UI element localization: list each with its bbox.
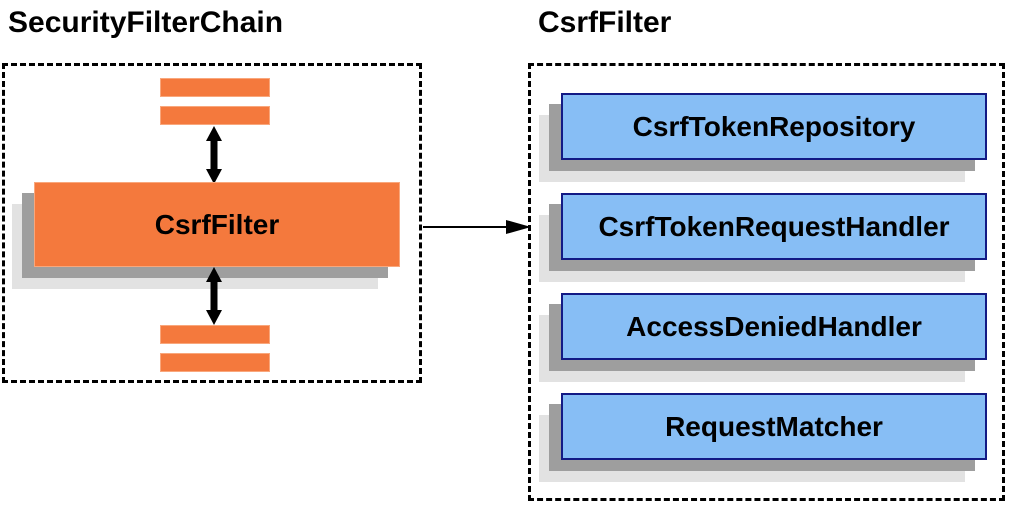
component-label: CsrfTokenRepository [632, 110, 916, 142]
component-label: AccessDeniedHandler [626, 310, 922, 342]
right-group-title: CsrfFilter [538, 6, 672, 39]
securityfilterchain-container [2, 63, 422, 383]
flow-arrow-icon [423, 220, 531, 234]
component-box-csrf-token-repository: CsrfTokenRepository [561, 93, 987, 160]
component-label: CsrfTokenRequestHandler [598, 210, 950, 242]
filter-stack-bar-bottom-2 [160, 353, 270, 372]
filter-stack-bar-top-2 [160, 106, 270, 125]
left-group-title: SecurityFilterChain [8, 6, 284, 39]
filter-stack-bar-bottom-1 [160, 325, 270, 344]
component-box-request-matcher: RequestMatcher [561, 393, 987, 460]
component-box-csrf-token-request-handler: CsrfTokenRequestHandler [561, 193, 987, 260]
component-box-access-denied-handler: AccessDeniedHandler [561, 293, 987, 360]
bidirectional-arrow-icon [206, 267, 222, 325]
csrffilter-box: CsrfFilter [34, 182, 400, 267]
filter-stack-bar-top-1 [160, 78, 270, 97]
component-label: RequestMatcher [665, 410, 883, 442]
csrffilter-box-label: CsrfFilter [154, 208, 280, 240]
bidirectional-arrow-icon [206, 126, 222, 184]
csrffilter-container [528, 63, 1005, 501]
